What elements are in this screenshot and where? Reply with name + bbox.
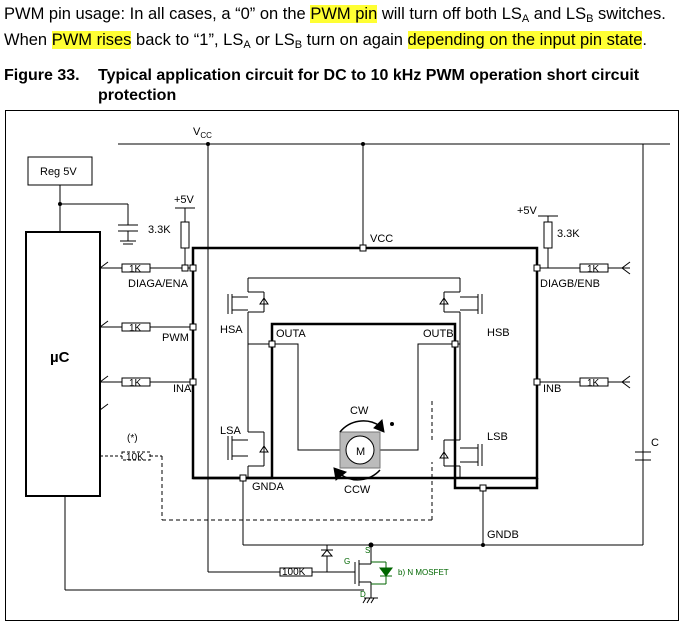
cap-label: C [651, 437, 659, 449]
text-run: When [4, 31, 52, 49]
figure-caption: Figure 33. Typical application circuit fo… [4, 66, 680, 106]
figure-title-line2: protection [98, 87, 177, 104]
text-run: and LS [529, 5, 587, 23]
ina-label: INA [173, 383, 192, 395]
r1k-2: 1K [129, 323, 142, 334]
motor-label: M [356, 446, 365, 458]
uc-label: µC [50, 349, 70, 366]
r10k-label: 10K [126, 452, 144, 463]
r1k-1: 1K [129, 264, 142, 275]
gndb-label: GNDB [487, 529, 519, 541]
r100k-label: 100K [282, 567, 306, 578]
text-run: turn on again [302, 31, 408, 49]
text-run: . [642, 31, 647, 49]
r1k-5: 1K [587, 378, 600, 389]
highlight: PWM pin [310, 5, 378, 23]
vcc-chip-label: VCC [370, 233, 393, 245]
highlight: depending on the input pin state [407, 31, 643, 49]
inb-label: INB [543, 383, 561, 395]
junction-dots [58, 142, 485, 548]
source-label: S [365, 546, 370, 555]
highlight: PWM rises [51, 31, 132, 49]
hsa-mosfet [227, 291, 269, 314]
diagb-label: DIAGB/ENB [540, 278, 600, 290]
hsb-mosfet [439, 291, 483, 314]
plus5v-left: +5V [174, 194, 195, 206]
motor [333, 418, 385, 481]
hsa-label: HSA [220, 324, 243, 336]
figure-number: Figure 33. [4, 67, 80, 84]
text-run: will turn off both LS [377, 5, 522, 23]
n-mosfet [354, 545, 393, 604]
nmos-label: b) N MOSFET [398, 568, 449, 577]
ccw-label: CCW [344, 484, 371, 496]
text-run: switches. [593, 5, 666, 23]
r33k-right: 3.3K [557, 228, 580, 240]
reg-label: Reg 5V [40, 166, 77, 178]
gnda-label: GNDA [252, 481, 284, 493]
cw-label: CW [350, 405, 369, 417]
outa-label: OUTA [276, 328, 306, 340]
lsb-label: LSB [487, 431, 508, 443]
subscript: B [294, 39, 303, 51]
figure-title-line1: Typical application circuit for DC to 10… [98, 67, 640, 84]
zener-diode [320, 549, 334, 557]
r33k-left: 3.3K [148, 224, 171, 236]
r1k-4: 1K [587, 264, 600, 275]
gate-label: G [344, 557, 350, 566]
hsb-label: HSB [487, 327, 510, 339]
body-paragraph: PWM pin usage: In all cases, a “0” on th… [4, 4, 680, 56]
figure-frame [5, 110, 679, 621]
uc-box [25, 231, 101, 497]
vcc-top-label: VCC [193, 126, 212, 140]
text-run: or LS [250, 31, 295, 49]
r1k-3: 1K [129, 378, 142, 389]
outb-label: OUTB [423, 328, 454, 340]
subscript: A [521, 13, 530, 25]
drain-label: D [360, 590, 366, 599]
pwm-label: PWM [162, 332, 189, 344]
lsa-mosfet [227, 431, 269, 467]
lsb-mosfet [439, 439, 483, 467]
subscript: B [586, 13, 594, 25]
plus5v-right: +5V [517, 205, 538, 217]
subscript: A [243, 39, 251, 51]
lsa-label: LSA [220, 425, 241, 437]
text-run: back to “1”, LS [131, 31, 244, 49]
pin-squares [181, 244, 541, 492]
asterisk-label: (*) [127, 433, 138, 444]
text-run: PWM pin usage: In all cases, a “0” on th… [4, 5, 311, 23]
diaga-label: DIAGA/ENA [128, 278, 189, 290]
